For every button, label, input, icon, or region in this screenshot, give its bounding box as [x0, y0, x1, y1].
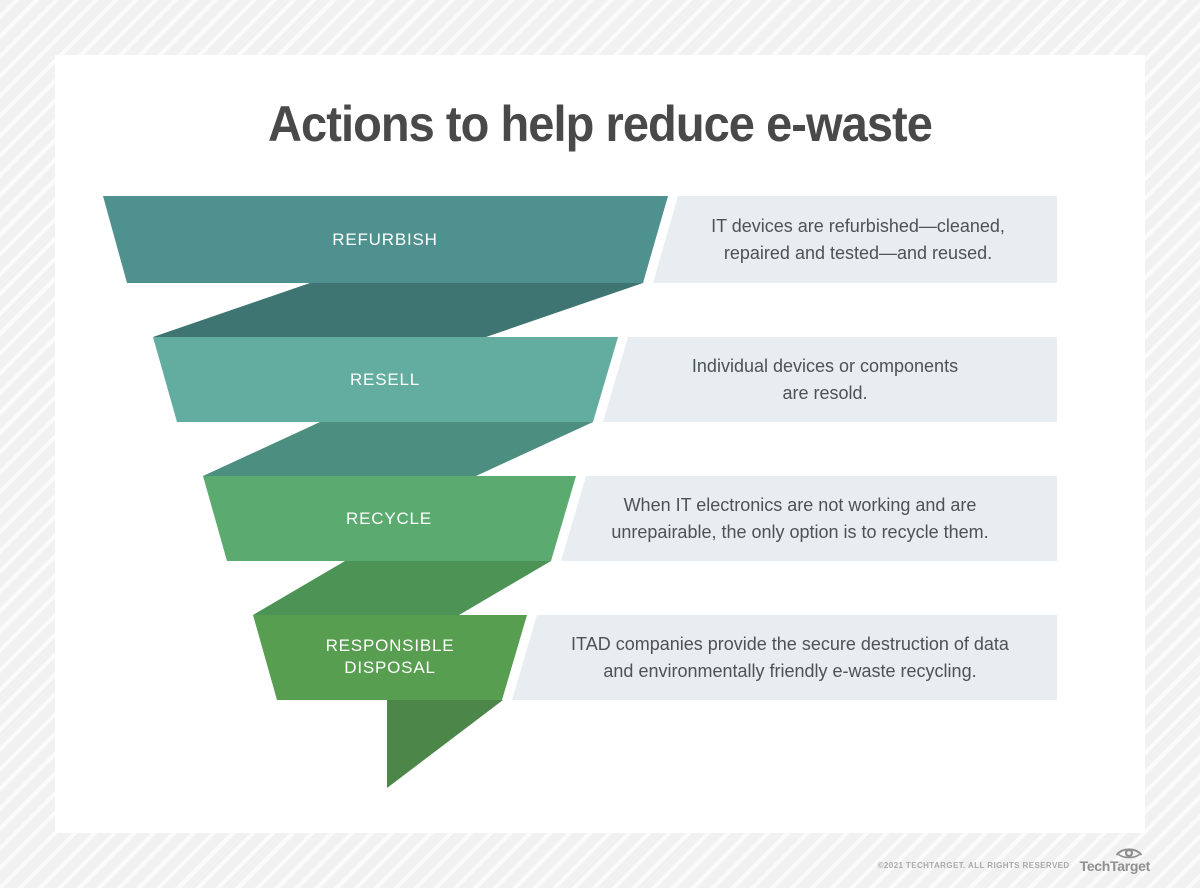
desc-refurbish: IT devices are refurbished—cleaned, repa…: [711, 216, 1005, 263]
eye-icon: [1115, 848, 1143, 859]
panel-refurbish: [653, 196, 1057, 283]
panel-resell: [603, 337, 1057, 422]
band-recycle: [203, 476, 576, 561]
fold-refurbish-resell: [153, 283, 643, 337]
stage-label-recycle: RECYCLE: [346, 509, 432, 528]
brand-name: TechTarget: [1079, 858, 1151, 874]
stage-label-refurbish: REFURBISH: [332, 230, 438, 249]
band-refurbish: [103, 196, 668, 283]
page-title: Actions to help reduce e-waste: [268, 96, 933, 152]
panel-responsible-disposal: [512, 615, 1057, 700]
panel-recycle: [561, 476, 1057, 561]
band-resell: [153, 337, 618, 422]
desc-responsible-disposal: ITAD companies provide the secure destru…: [571, 634, 1009, 681]
funnel-spout: [387, 700, 503, 788]
funnel-diagram: [103, 196, 1057, 788]
infographic-card: Actions to help reduce e-waste REFURBISH…: [55, 55, 1145, 833]
band-responsible-disposal: [253, 615, 527, 700]
techtarget-logo: TechTarget: [1080, 845, 1150, 874]
stage-label-responsible-disposal: RESPONSIBLE DISPOSAL: [325, 636, 455, 677]
desc-resell: Individual devices or components are res…: [691, 356, 959, 403]
stage-label-resell: RESELL: [349, 370, 420, 389]
footer: ©2021 TECHTARGET. ALL RIGHTS RESERVED Te…: [878, 845, 1150, 874]
copyright-text: ©2021 TECHTARGET. ALL RIGHTS RESERVED: [877, 861, 1070, 870]
fold-recycle-disposal: [253, 561, 551, 615]
fold-resell-recycle: [203, 422, 593, 476]
desc-recycle: When IT electronics are not working and …: [611, 495, 989, 542]
